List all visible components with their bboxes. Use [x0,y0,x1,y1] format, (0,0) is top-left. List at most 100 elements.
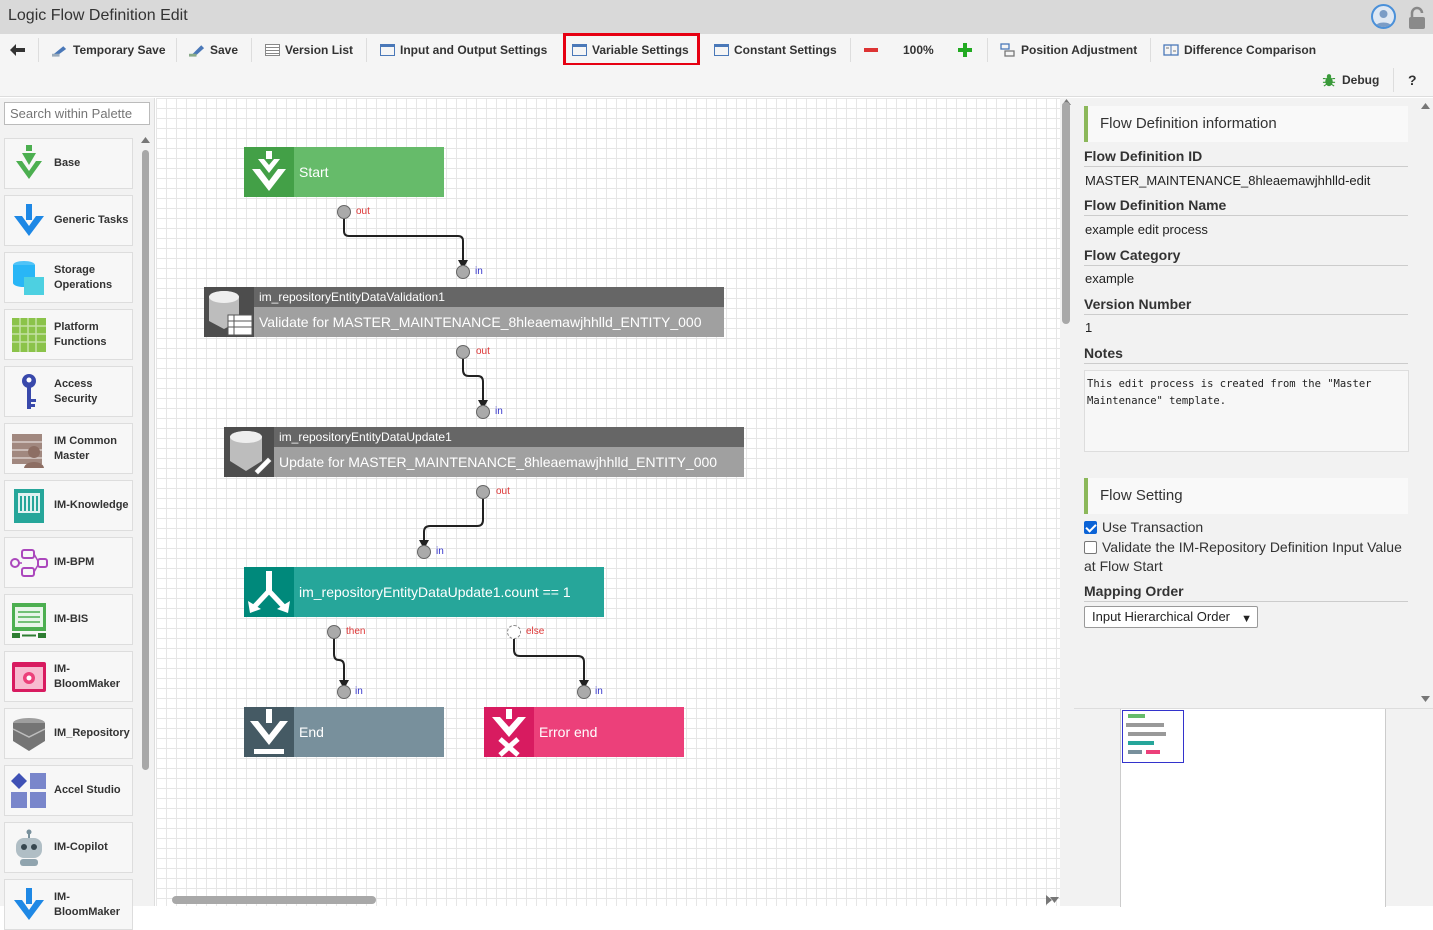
flow-definition-name-value: example edit process [1085,222,1208,237]
toolbar-secondary: Debug ? [0,65,1433,97]
port-label: out [476,346,490,357]
palette-item-im-bloommaker-2[interactable]: IM-BloomMaker [4,879,133,930]
difference-comparison-button[interactable]: Difference Comparison [1163,34,1316,65]
port-label: out [496,486,510,497]
plus-icon [958,42,972,57]
validate-input-label: Validate the IM-Repository Definition In… [1084,539,1402,574]
chevron-down-icon: ▼ [1241,613,1252,625]
end-node[interactable]: End [244,707,444,757]
master-database-icon [12,434,44,468]
difference-comparison-label: Difference Comparison [1184,42,1317,57]
constant-settings-button[interactable]: Constant Settings [714,34,837,65]
repository-validate-icon [204,287,254,337]
port-label: then [346,626,366,637]
flow-setting-header: Flow Setting [1084,478,1408,514]
compare-icon [1163,43,1179,56]
error-end-node[interactable]: Error end [484,707,684,757]
flow-canvas[interactable]: Start out in im_repositoryEntityDataVali… [156,98,1060,906]
arrow-down-blue-icon [14,204,44,236]
validate-input-checkbox[interactable]: Validate the IM-Repository Definition In… [1084,538,1414,576]
start-node[interactable]: Start [244,147,444,197]
user-avatar-icon[interactable] [1371,4,1396,29]
use-transaction-checkbox[interactable]: Use Transaction [1084,518,1414,537]
palette-item-label: IM Common Master [54,434,117,462]
canvas-horizontal-scrollbar[interactable] [172,896,376,904]
palette-item-generic-tasks[interactable]: Generic Tasks [4,195,133,246]
accel-studio-icon [11,773,46,808]
version-list-button[interactable]: Version List [265,34,353,65]
back-button[interactable] [10,34,25,65]
palette-item-im-bpm[interactable]: IM-BPM [4,537,133,588]
save-button[interactable]: Save [189,34,238,65]
temporary-save-button[interactable]: Temporary Save [52,34,166,65]
palette-item-base[interactable]: Base [4,138,133,189]
palette-scrollbar[interactable] [141,136,150,906]
branch-icon [244,567,294,617]
zoom-out-button[interactable] [864,34,878,65]
palette-item-label: Platform Functions [54,320,107,348]
knowledge-icon [14,489,44,523]
debug-button[interactable]: Debug [1321,65,1379,95]
minimap[interactable] [1120,709,1386,907]
validate-in-port[interactable] [456,265,470,279]
lock-icon[interactable] [1406,6,1428,30]
palette-item-access-security[interactable]: Access Security [4,366,133,417]
palette-item-im-bis[interactable]: IM-BIS [4,594,133,645]
update-node[interactable]: im_repositoryEntityDataUpdate1 Update fo… [224,427,744,477]
arrow-down-green-icon [16,145,42,179]
palette-item-im-knowledge[interactable]: IM-Knowledge [4,480,133,531]
variable-settings-button[interactable]: Variable Settings [572,34,689,65]
notes-textarea[interactable]: This edit process is created from the "M… [1084,370,1409,452]
save-label: Save [210,42,239,57]
scroll-down-icon [1050,897,1059,903]
port-label: in [495,406,503,417]
palette-item-im-repository[interactable]: IM_Repository [4,708,133,759]
position-adjustment-label: Position Adjustment [1021,42,1138,57]
validate-out-port[interactable] [456,345,470,359]
start-out-port[interactable] [337,205,351,219]
zoom-in-button[interactable] [958,34,972,65]
help-button[interactable]: ? [1408,72,1417,88]
port-label: in [595,686,603,697]
canvas-vertical-scrollbar[interactable] [1060,98,1074,906]
palette-item-im-common-master[interactable]: IM Common Master [4,423,133,474]
error-end-in-port[interactable] [577,685,591,699]
port-label: in [355,686,363,697]
condition-else-port[interactable] [507,625,521,639]
variable-settings-label: Variable Settings [592,42,689,57]
palette-search-input[interactable] [4,102,150,125]
flow-definition-id-value: MASTER_MAINTENANCE_8hleaemawjhhlld-edit [1085,173,1371,188]
scroll-up-icon [141,137,150,143]
flow-category-label: Flow Category [1084,247,1408,266]
grid-icon [12,318,46,352]
version-number-value: 1 [1085,320,1093,335]
minimap-area [1074,708,1433,907]
port-label: out [356,206,370,217]
palette-item-storage-operations[interactable]: Storage Operations [4,252,133,303]
toolbar: Temporary Save Save Version List Input a… [0,34,1433,65]
palette-item-im-copilot[interactable]: IM-Copilot [4,822,133,873]
condition-node[interactable]: im_repositoryEntityDataUpdate1.count == … [244,567,604,617]
bis-form-icon [12,603,46,638]
key-icon [22,374,36,409]
position-adjustment-button[interactable]: Position Adjustment [1000,34,1137,65]
mapping-order-value: Input Hierarchical Order [1092,609,1230,624]
minimap-viewport[interactable] [1122,710,1184,763]
mapping-order-select[interactable]: Input Hierarchical Order ▼ [1084,606,1258,628]
io-settings-button[interactable]: Input and Output Settings [380,34,547,65]
palette-item-platform-functions[interactable]: Platform Functions [4,309,133,360]
update-in-port[interactable] [476,405,490,419]
arrow-down-blue-icon [14,888,44,920]
palette-item-accel-studio[interactable]: Accel Studio [4,765,133,816]
window-icon [380,43,395,56]
properties-scrollbar[interactable] [1418,98,1433,708]
palette-item-label: Generic Tasks [54,214,129,226]
palette-item-im-bloommaker[interactable]: IM-BloomMaker [4,651,133,702]
update-out-port[interactable] [476,485,490,499]
validate-node[interactable]: im_repositoryEntityDataValidation1 Valid… [204,287,724,337]
end-in-port[interactable] [337,685,351,699]
condition-in-port[interactable] [417,545,431,559]
minus-icon [864,47,878,52]
condition-then-port[interactable] [327,625,341,639]
properties-panel: Flow Definition information Flow Definit… [1074,98,1433,708]
